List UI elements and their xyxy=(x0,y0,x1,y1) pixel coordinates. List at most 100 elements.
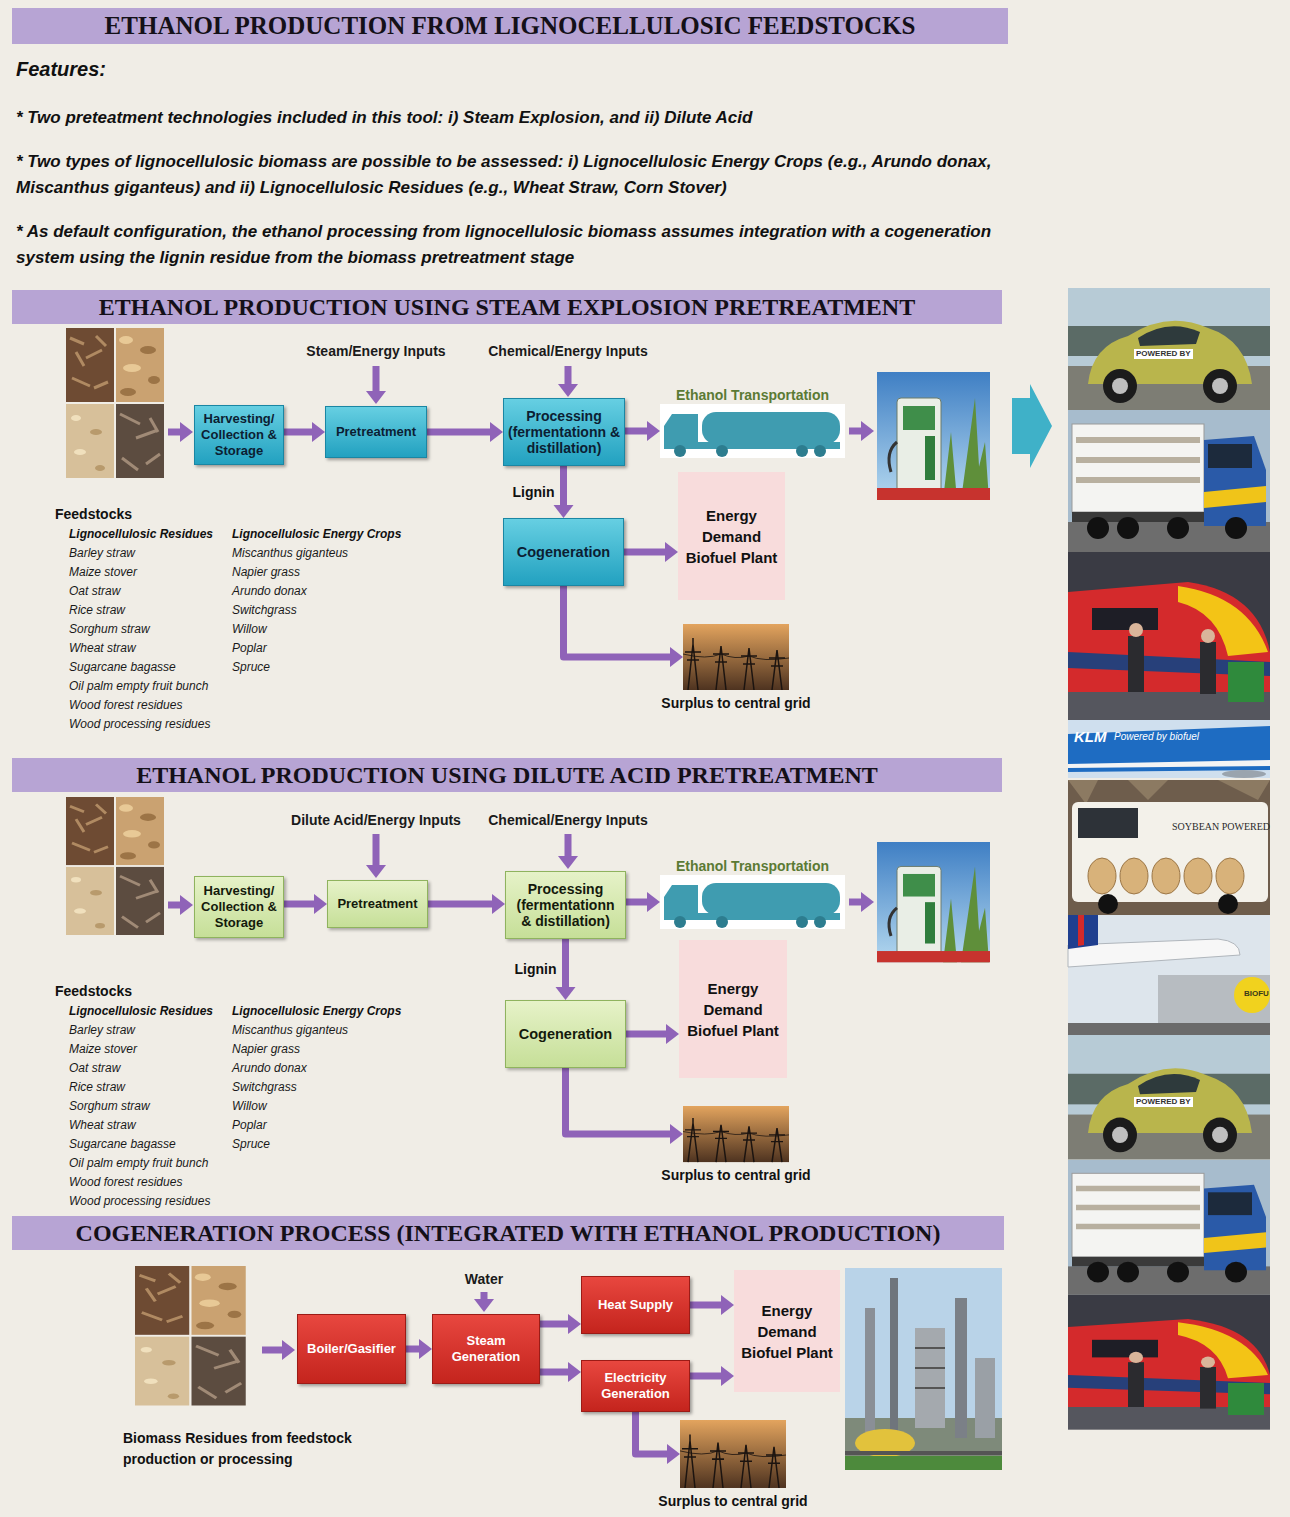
connector xyxy=(540,1362,581,1382)
truck-picture-node: Ethanol Transportation xyxy=(660,404,845,458)
connector-line xyxy=(562,939,569,989)
input-arrows xyxy=(849,428,862,435)
grid-picture-node: Surplus to central grid xyxy=(683,624,789,690)
arrow-head xyxy=(419,1339,432,1359)
node-text: Surplus to central grid xyxy=(640,1493,826,1509)
node-text: ETHANOL PRODUCTION USING STEAM EXPLOSION… xyxy=(99,294,915,321)
text-label: Arundo donax xyxy=(232,1061,307,1075)
text-label: Switchgrass xyxy=(232,1080,297,1094)
biofuel-plant-photo xyxy=(975,1358,995,1438)
input-arrows xyxy=(861,892,874,912)
text-label: Sorghum straw xyxy=(69,622,150,636)
airfrance-plane-photo xyxy=(1068,915,1270,1035)
illustration xyxy=(1068,1160,1270,1295)
input-arrows xyxy=(849,899,862,906)
edge-label: Lignin xyxy=(515,961,557,978)
text-label: Wood forest residues xyxy=(69,1175,182,1189)
edge-label: Lignin xyxy=(513,484,555,501)
klm-plane-photo xyxy=(1068,720,1270,778)
arrow-head xyxy=(667,1444,680,1464)
node-text: COGENERATION PROCESS (INTEGRATED WITH ET… xyxy=(76,1220,941,1247)
text-label: Sugarcane bagasse xyxy=(69,660,176,674)
soybean-bus-photo xyxy=(1068,780,1270,804)
node-text: Energy Demand Biofuel Plant xyxy=(736,1300,838,1363)
illustration xyxy=(1068,552,1270,720)
connector-line xyxy=(284,901,316,908)
connector xyxy=(636,1412,681,1464)
airfrance-plane-photo xyxy=(1068,1023,1270,1035)
process-box: Harvesting/ Collection & Storage xyxy=(194,405,284,465)
connector xyxy=(427,422,503,442)
input-arrows xyxy=(262,1347,283,1354)
node-text: Pretreatment xyxy=(330,424,422,440)
biofuel-plant-photo xyxy=(865,1308,875,1438)
connector xyxy=(624,542,678,562)
connector xyxy=(626,1024,679,1044)
energy-demand-box: Energy Demand Biofuel Plant xyxy=(734,1270,840,1392)
process-box: Pretreatment xyxy=(327,880,428,928)
illustration xyxy=(1068,1295,1270,1429)
biofuel-plant-photo xyxy=(845,1268,1002,1470)
text-label: KLM xyxy=(1074,728,1107,746)
soybean-bus-photo xyxy=(1088,858,1116,894)
airfrance-plane-photo xyxy=(1068,915,1270,1035)
text-label: Oil palm empty fruit bunch xyxy=(69,1156,208,1170)
text-label: Poplar xyxy=(232,641,267,655)
illustration xyxy=(135,1266,246,1406)
arrow-head xyxy=(554,505,574,518)
input-arrows xyxy=(565,834,572,857)
text-label: Lignocellulosic Residues xyxy=(69,527,213,541)
arrow-head xyxy=(647,892,660,912)
text-label: Napier grass xyxy=(232,1042,300,1056)
text-label: Willow xyxy=(232,622,267,636)
connector-line xyxy=(284,429,314,436)
connector-line xyxy=(624,549,667,556)
text-label: Chemical/Energy Inputs xyxy=(488,343,647,360)
node-text: Surplus to central grid xyxy=(643,1167,829,1183)
connector-line xyxy=(540,1369,570,1376)
text-label: Maize stover xyxy=(69,1042,137,1056)
input-arrows xyxy=(282,1340,295,1360)
illustration xyxy=(683,1106,789,1162)
connector-line xyxy=(566,1068,673,1134)
arrow-head xyxy=(670,1124,683,1144)
input-arrows xyxy=(366,865,386,878)
soybean-bus-photo xyxy=(1152,858,1180,894)
text-label: * Two preteatment technologies included … xyxy=(16,105,1026,131)
connector-line xyxy=(626,899,649,906)
text-label: Spruce xyxy=(232,660,270,674)
connector-line xyxy=(540,1321,570,1328)
text-label: Rice straw xyxy=(69,1080,125,1094)
node-text: Pretreatment xyxy=(332,896,423,912)
process-box: Cogeneration xyxy=(505,1000,626,1068)
connector xyxy=(284,894,327,914)
arrow-head xyxy=(666,1024,679,1044)
title-band: ETHANOL PRODUCTION FROM LIGNOCELLULOSIC … xyxy=(12,8,1008,44)
node-text: Energy Demand Biofuel Plant xyxy=(681,978,785,1041)
node-text: Harvesting/ Collection & Storage xyxy=(199,883,279,931)
connector-line xyxy=(564,586,673,657)
node-text: Heat Supply xyxy=(586,1297,685,1313)
input-arrows xyxy=(180,895,193,915)
input-arrows xyxy=(180,422,193,442)
truck-picture-node: Ethanol Transportation xyxy=(660,875,845,929)
text-label: Barley straw xyxy=(69,546,135,560)
illustration xyxy=(1068,410,1270,552)
airfrance-plane-photo xyxy=(1158,975,1270,1025)
illustration xyxy=(680,1420,786,1488)
input-arrows xyxy=(558,856,578,869)
arrow-head xyxy=(670,647,683,667)
connector xyxy=(625,421,660,441)
connector-line xyxy=(427,429,492,436)
text-label: Feedstocks xyxy=(55,983,132,1000)
text-label: Powered by biofuel xyxy=(1114,731,1199,743)
text-label: Wood processing residues xyxy=(69,717,210,731)
soybean-bus-photo xyxy=(1078,808,1138,838)
klm-plane-photo xyxy=(1068,726,1270,772)
text-label: Wood forest residues xyxy=(69,698,182,712)
arrow-head xyxy=(665,542,678,562)
text-label: Wheat straw xyxy=(69,641,136,655)
process-box: Harvesting/ Collection & Storage xyxy=(194,876,284,938)
connector xyxy=(284,422,325,442)
